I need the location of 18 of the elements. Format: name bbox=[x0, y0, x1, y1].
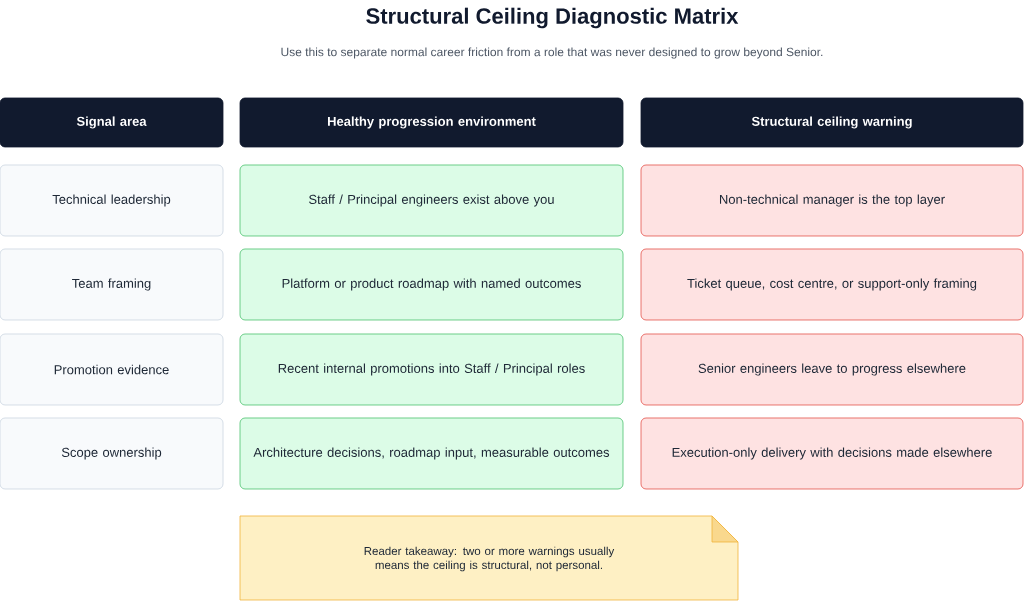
signal-cell: Team framing bbox=[0, 248, 224, 321]
title: Structural Ceiling Diagnostic Matrix bbox=[366, 7, 739, 29]
warning-cell: Non-technical manager is the top layer bbox=[640, 164, 1024, 237]
signal-cell: Scope ownership bbox=[0, 417, 224, 490]
header-cell: Healthy progression environment bbox=[239, 97, 624, 148]
warning-cell: Senior engineers leave to progress elsewhere bbox=[640, 333, 1024, 406]
healthy-cell: Staff / Principal engineers exist above you bbox=[239, 164, 624, 237]
header-cell: Structural ceiling warning bbox=[640, 97, 1024, 148]
warning-cell: Execution-only delivery with decisions made elsewhere bbox=[640, 417, 1024, 490]
healthy-cell: Platform or product roadmap with named outcomes bbox=[239, 248, 624, 321]
signal-cell: Technical leadership bbox=[0, 164, 224, 237]
signal-cell: Promotion evidence bbox=[0, 333, 224, 406]
note-card: Reader takeaway: two or more warnings usually means the ceiling is structural, not personal. bbox=[239, 515, 739, 601]
healthy-cell: Architecture decisions, roadmap input, measurable outcomes bbox=[239, 417, 624, 490]
healthy-cell: Recent internal promotions into Staff / Principal roles bbox=[239, 333, 624, 406]
header-cell: Signal area bbox=[0, 97, 224, 148]
subtitle: Use this to separate normal career friction from a role that was never designed to grow beyond Senior. bbox=[281, 47, 823, 59]
warning-cell: Ticket queue, cost centre, or support-only framing bbox=[640, 248, 1024, 321]
